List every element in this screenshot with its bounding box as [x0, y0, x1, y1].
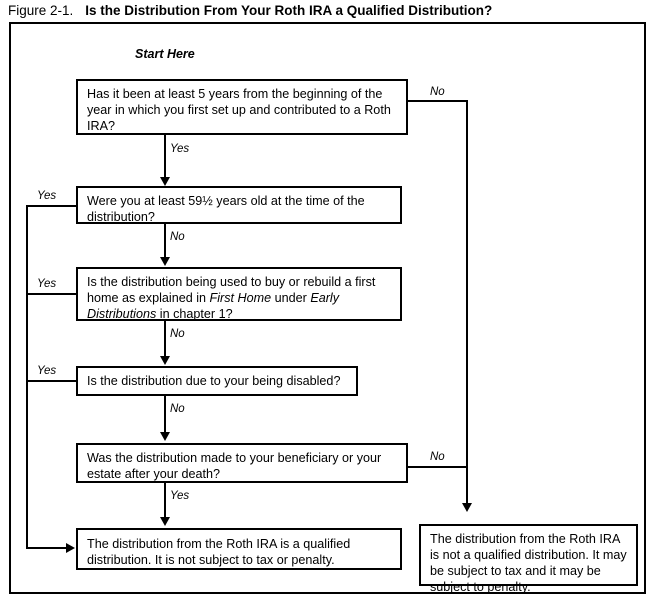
- edge-label-q5-no: No: [430, 451, 445, 463]
- edge-q4-yes-hline: [26, 380, 78, 382]
- edge-q3-no-line: [164, 321, 166, 357]
- edge-q3-yes-hline: [26, 293, 78, 295]
- outcome-box-qualified-text: The distribution from the Roth IRA is a …: [87, 537, 351, 567]
- decision-box-age-59-and-half-text: Were you at least 59½ years old at the t…: [87, 194, 365, 224]
- edge-q2-yes-hline: [26, 205, 78, 207]
- figure-title: Is the Distribution From Your Roth IRA a…: [85, 3, 493, 18]
- decision-box-age-59-and-half: Were you at least 59½ years old at the t…: [76, 186, 402, 224]
- outcome-box-not-qualified-text: The distribution from the Roth IRA is no…: [430, 532, 627, 594]
- decision-box-death-beneficiary-text: Was the distribution made to your benefi…: [87, 451, 382, 481]
- edge-label-q5-yes: Yes: [170, 490, 190, 502]
- outcome-box-not-qualified: The distribution from the Roth IRA is no…: [419, 524, 638, 594]
- edge-q3-no-arrowhead: [160, 356, 170, 365]
- decision-box-death-beneficiary: Was the distribution made to your benefi…: [76, 443, 408, 483]
- figure-caption: Figure 2-1. Is the Distribution From Your…: [8, 2, 648, 20]
- edge-q2-no-arrowhead: [160, 257, 170, 266]
- left-rail-yes-line: [26, 205, 28, 549]
- decision-box-first-home-text-part2: under: [271, 291, 311, 305]
- decision-box-first-home-text-part1: Is the distribution being used to buy or…: [87, 275, 376, 305]
- edge-label-q1-yes: Yes: [170, 143, 190, 155]
- edge-q1-yes-line: [164, 135, 166, 178]
- edge-label-q4-no: No: [170, 403, 185, 415]
- decision-box-disabled-text: Is the distribution due to your being di…: [87, 374, 341, 388]
- edge-q1-no-arrowhead: [462, 503, 472, 512]
- edge-q5-yes-line: [164, 483, 166, 518]
- edge-q5-no-hline: [406, 466, 468, 468]
- decision-box-first-home-emphasis-first-home: First Home: [209, 291, 272, 305]
- decision-box-5-year-rule-text: Has it been at least 5 years from the be…: [87, 87, 391, 133]
- decision-box-first-home-emphasis-early-distributions: Early Distributions: [87, 291, 340, 321]
- outcome-box-qualified: The distribution from the Roth IRA is a …: [76, 528, 402, 570]
- edge-label-q2-yes: Yes: [37, 190, 57, 202]
- edge-q4-no-line: [164, 396, 166, 433]
- decision-box-first-home: Is the distribution being used to buy or…: [76, 267, 402, 321]
- edge-label-q1-no: No: [430, 86, 445, 98]
- edge-q4-no-arrowhead: [160, 432, 170, 441]
- edge-label-q2-no: No: [170, 231, 185, 243]
- decision-box-disabled: Is the distribution due to your being di…: [76, 366, 358, 396]
- edge-label-q4-yes: Yes: [37, 365, 57, 377]
- figure-number: Figure 2-1.: [8, 3, 74, 18]
- edge-q5-yes-arrowhead: [160, 517, 170, 526]
- edge-q2-no-line: [164, 224, 166, 258]
- left-rail-arrowhead: [66, 543, 75, 553]
- decision-box-first-home-text-part3: in chapter 1?: [156, 307, 233, 321]
- edge-q1-no-vline: [466, 100, 468, 504]
- edge-label-q3-no: No: [170, 328, 185, 340]
- edge-label-q3-yes: Yes: [37, 278, 57, 290]
- start-here-label: Start Here: [135, 47, 195, 61]
- decision-box-5-year-rule: Has it been at least 5 years from the be…: [76, 79, 408, 135]
- edge-q1-yes-arrowhead: [160, 177, 170, 186]
- edge-q1-no-hline: [406, 100, 468, 102]
- left-rail-to-qualified-hline: [26, 547, 68, 549]
